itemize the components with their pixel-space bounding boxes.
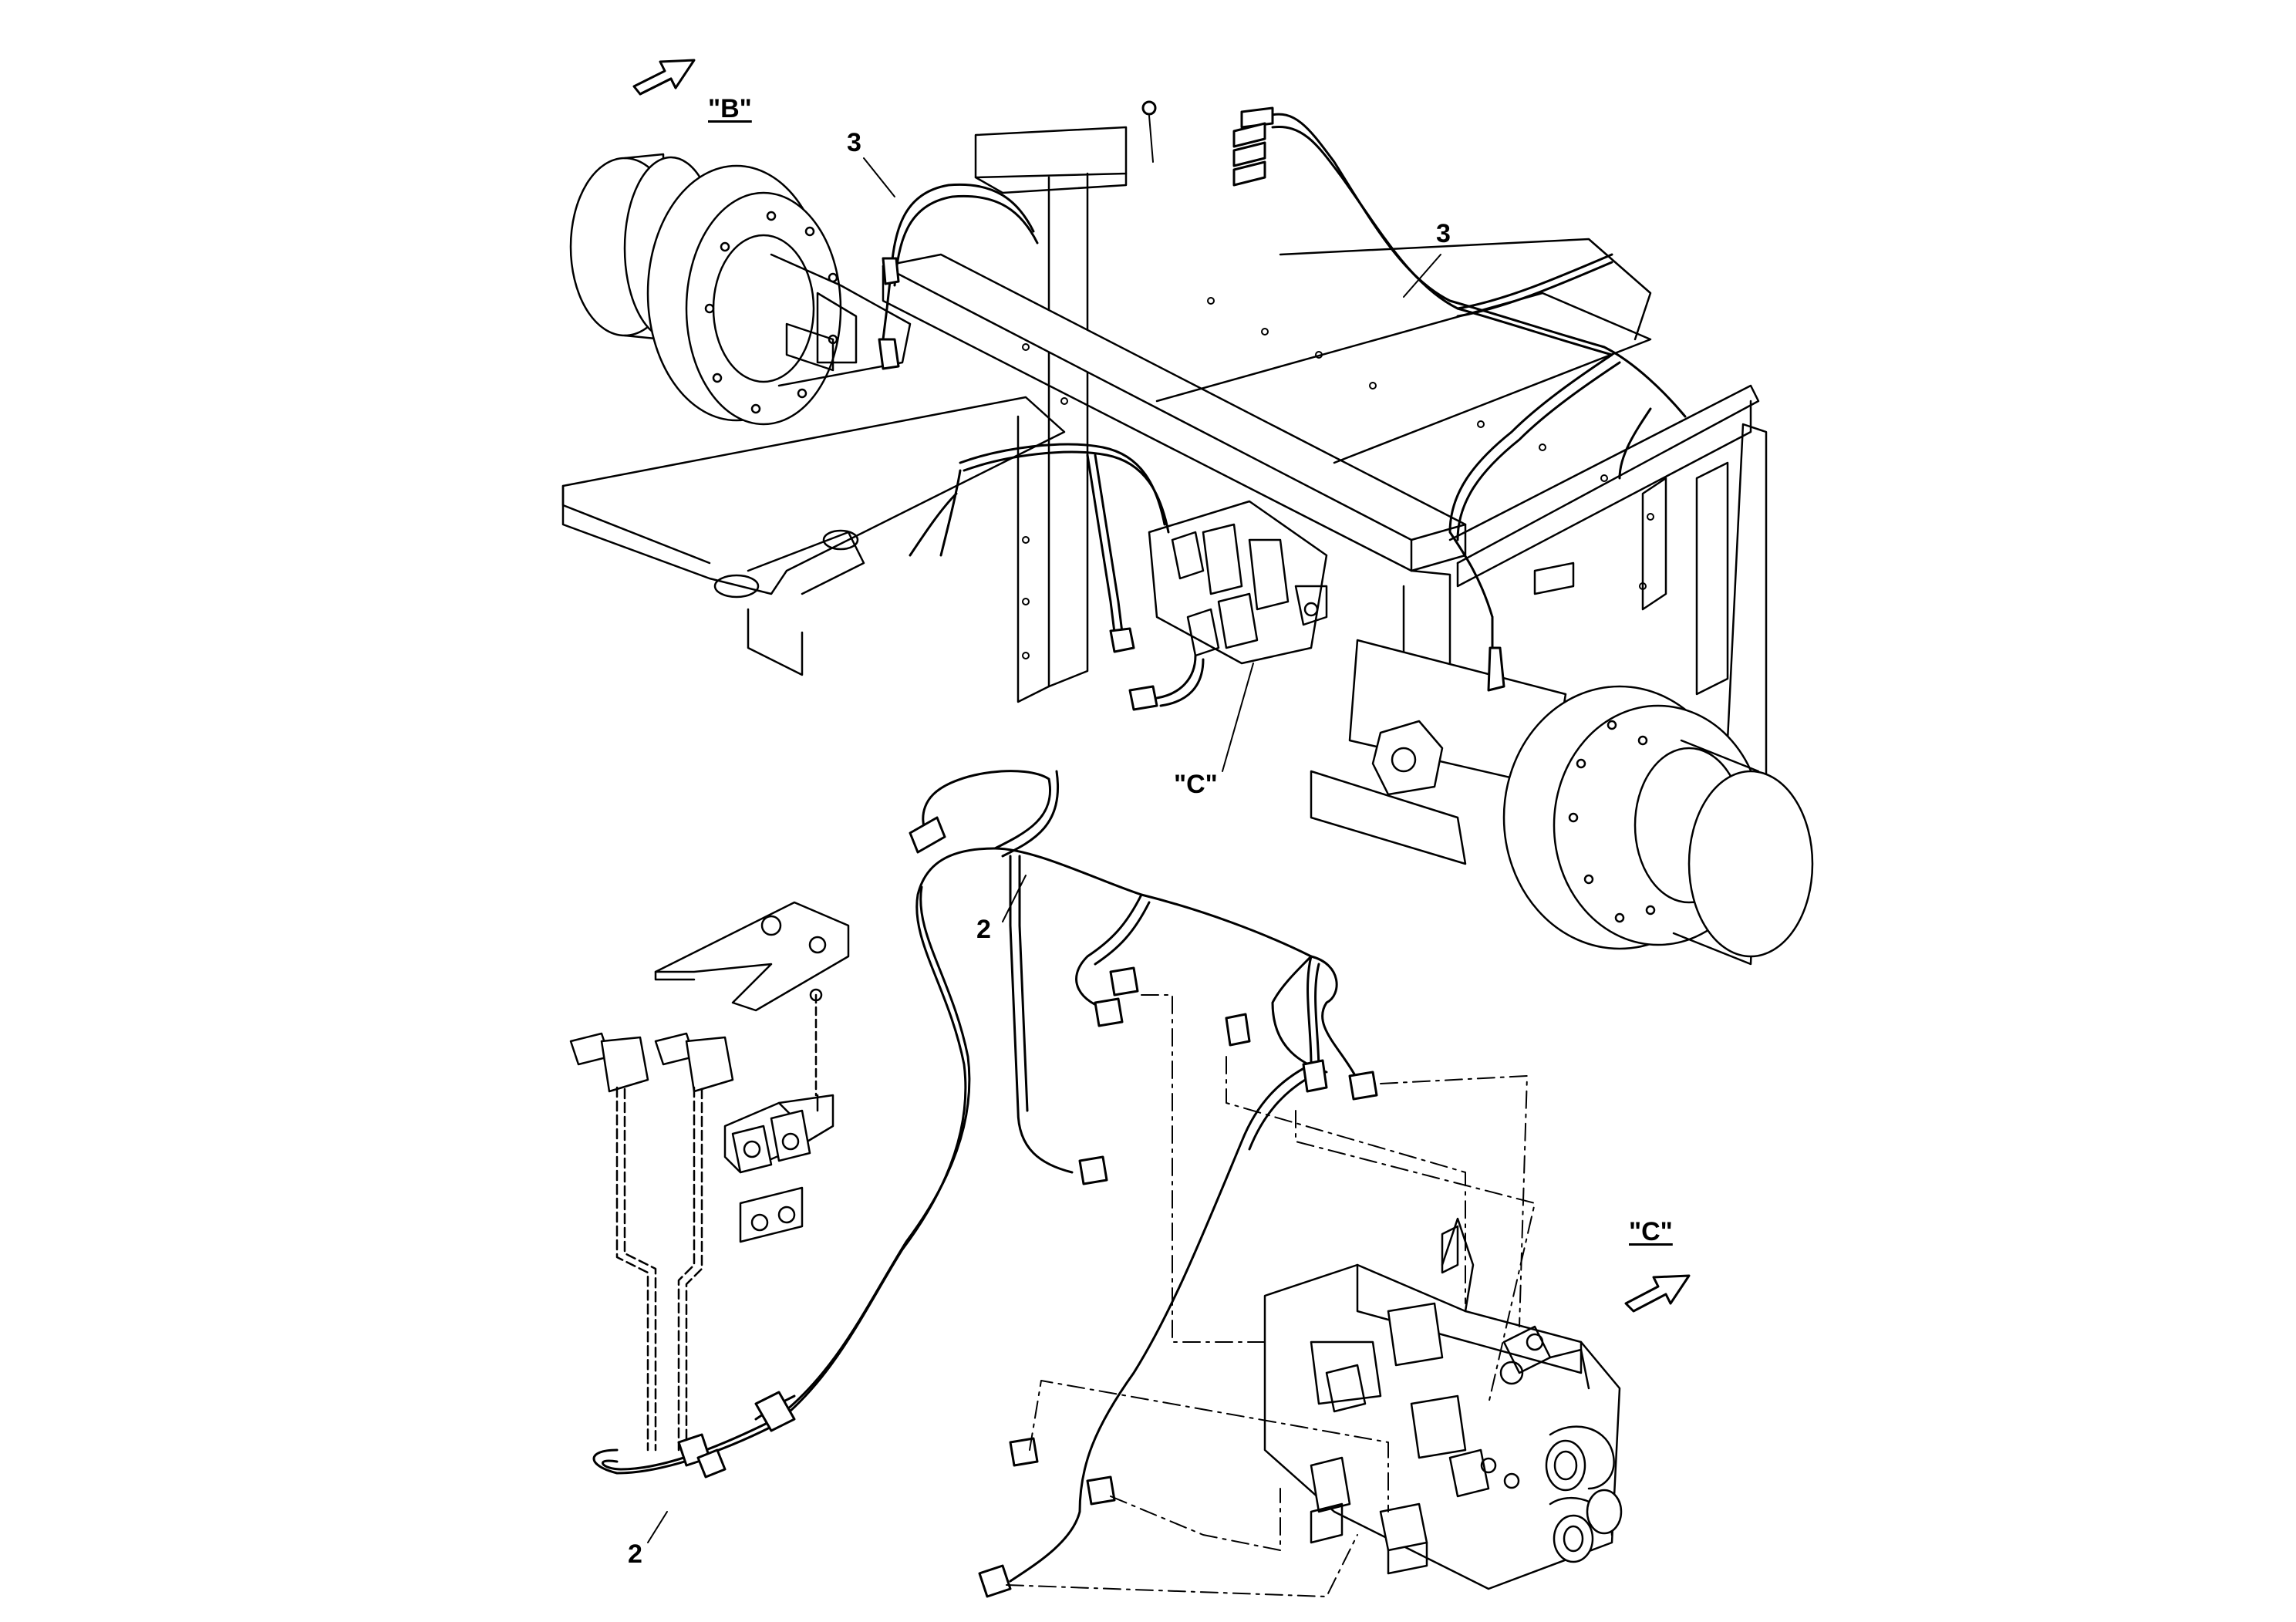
leader-lines-upper — [648, 158, 1441, 1543]
view-label-c-right: "C" — [1629, 1217, 1673, 1246]
left-wheel-hub — [571, 154, 910, 424]
frame-assembly — [563, 127, 1766, 787]
frame-holes — [1023, 298, 1654, 659]
view-direction-arrow-icon-c — [1626, 1276, 1689, 1311]
callout-item-3-right: 3 — [1436, 219, 1451, 248]
harness-item-3 — [879, 102, 1685, 710]
switch-bracket-assembly — [571, 902, 848, 1450]
harness-item-2[interactable] — [594, 771, 1377, 1597]
right-wheel-hub — [1311, 640, 1812, 964]
phantom-connection-lines — [1006, 995, 1535, 1597]
view-label-c-mid: "C" — [1174, 770, 1218, 799]
callout-item-2-lower: 2 — [628, 1539, 642, 1569]
callout-item-3-left: 3 — [847, 128, 861, 157]
callout-item-2-upper: 2 — [976, 915, 991, 944]
valve-block-lower — [1265, 1219, 1621, 1589]
valve-block-upper — [1149, 501, 1327, 663]
view-direction-arrow-icon-b — [634, 60, 694, 94]
view-label-b: "B" — [708, 94, 752, 123]
